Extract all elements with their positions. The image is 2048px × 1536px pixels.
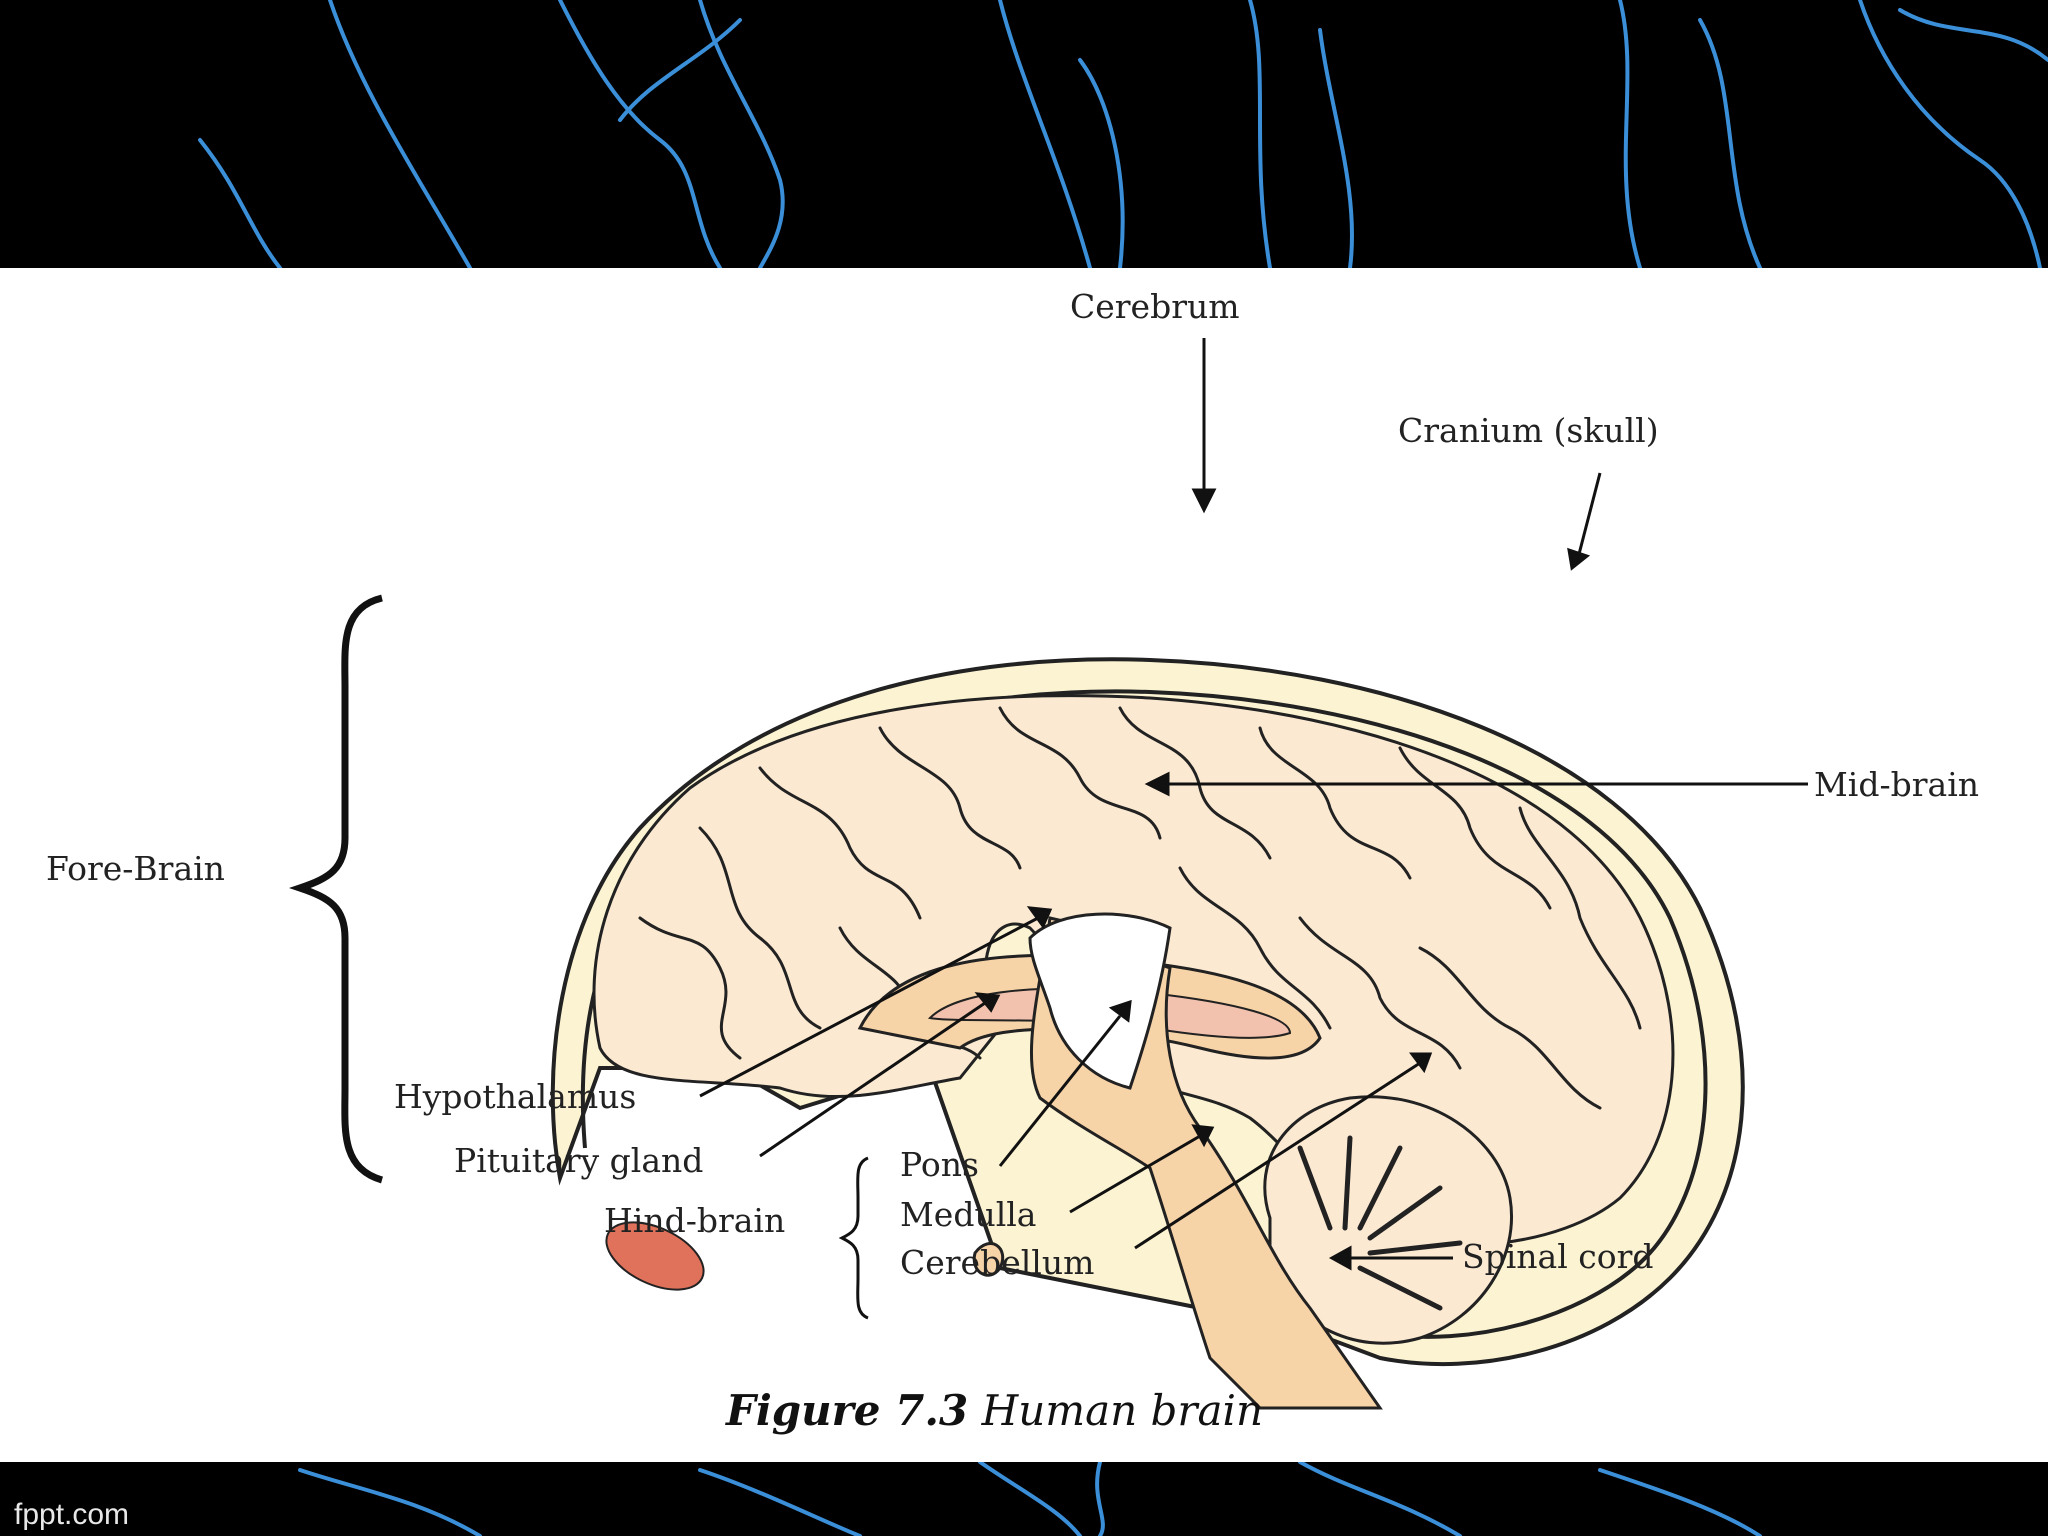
label-medulla: Medulla (900, 1195, 1037, 1234)
caption-figure-number: Figure 7.3 (726, 1386, 969, 1435)
bottom-background-band (0, 1462, 2048, 1536)
footer-credit: fppt.com (14, 1498, 130, 1531)
top-background-band (0, 0, 2048, 268)
caption-title: Human brain (981, 1386, 1264, 1435)
label-mid-brain: Mid-brain (1814, 765, 1979, 804)
label-hind-brain: Hind-brain (604, 1201, 786, 1240)
figure-caption: Figure 7.3 Human brain (726, 1386, 1263, 1435)
fore-brain-brace (288, 594, 384, 1184)
label-spinal-cord: Spinal cord (1462, 1237, 1654, 1276)
label-cerebrum: Cerebrum (1070, 287, 1240, 326)
label-hypothalamus: Hypothalamus (394, 1077, 637, 1116)
label-cerebellum: Cerebellum (900, 1243, 1095, 1282)
label-pons: Pons (900, 1145, 979, 1184)
diagram-panel: Cerebrum Cranium (skull) Fore-Brain Mid-… (0, 268, 2048, 1462)
hind-brain-brace (838, 1156, 869, 1320)
brain-diagram (288, 338, 1808, 1410)
label-cranium: Cranium (skull) (1398, 411, 1659, 450)
label-fore-brain: Fore-Brain (46, 849, 225, 888)
cerebellum-shape (1263, 1095, 1513, 1345)
label-pituitary-gland: Pituitary gland (454, 1141, 704, 1180)
ventricle-shape (1028, 912, 1172, 1090)
